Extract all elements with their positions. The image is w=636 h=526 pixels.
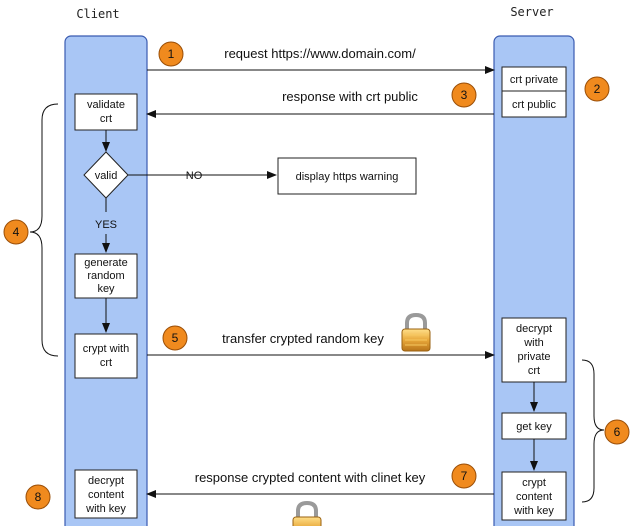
https-warning-box: display https warning	[277, 157, 417, 195]
validate-crt-box: validate crt	[74, 93, 138, 131]
crypt-content-line-1: crypt	[522, 477, 546, 489]
client-brace	[29, 103, 59, 357]
decrypt-private-line-3: private	[517, 351, 550, 363]
generate-key-line-1: generate	[84, 257, 127, 269]
decrypt-content-box: decrypt content with key	[74, 469, 138, 519]
crt-private-box: crt private	[501, 66, 567, 92]
no-label: NO	[186, 170, 203, 182]
crypt-crt-line-1: crypt with	[83, 343, 129, 355]
decrypt-private-line-1: decrypt	[516, 323, 552, 335]
response-crt-label: response with crt public	[282, 89, 418, 104]
server-brace	[581, 359, 605, 503]
crt-private-label: crt private	[510, 74, 558, 86]
request-label: request https://www.domain.com/	[224, 46, 416, 61]
step-badge-7-label: 7	[461, 469, 468, 483]
step-badge-4: 4	[3, 219, 29, 245]
step-badge-4-label: 4	[13, 225, 20, 239]
step-badge-2-label: 2	[594, 82, 601, 96]
validate-crt-line-1: validate	[87, 99, 125, 111]
padlock-icon	[401, 312, 431, 352]
crypt-content-box: crypt content with key	[501, 471, 567, 521]
decrypt-content-line-1: decrypt	[88, 475, 124, 487]
transfer-key-label: transfer crypted random key	[222, 331, 384, 346]
crypt-with-crt-box: crypt with crt	[74, 333, 138, 379]
crt-public-label: crt public	[512, 99, 557, 111]
valid-decision: valid	[83, 151, 129, 199]
client-lane-title: Client	[76, 7, 119, 21]
server-lane-title: Server	[510, 5, 553, 19]
response-content-label: response crypted content with clinet key	[195, 470, 426, 485]
step-badge-6-label: 6	[614, 425, 621, 439]
decrypt-private-line-2: with	[523, 337, 544, 349]
generate-key-line-2: random	[87, 270, 124, 282]
step-badge-1: 1	[158, 41, 184, 67]
valid-decision-label: valid	[95, 170, 118, 182]
step-badge-6: 6	[604, 419, 630, 445]
decrypt-content-line-2: content	[88, 489, 124, 501]
decrypt-private-line-4: crt	[528, 365, 540, 377]
generate-key-line-3: key	[97, 283, 115, 295]
get-key-box: get key	[501, 412, 567, 440]
get-key-label: get key	[516, 421, 552, 433]
step-badge-1-label: 1	[168, 47, 175, 61]
crypt-content-line-3: with key	[513, 505, 554, 517]
crypt-crt-line-2: crt	[100, 357, 112, 369]
step-badge-7: 7	[451, 463, 477, 489]
crypt-content-line-2: content	[516, 491, 552, 503]
decrypt-with-private-crt-box: decrypt with private crt	[501, 317, 567, 383]
step-badge-5-label: 5	[172, 331, 179, 345]
yes-label: YES	[95, 219, 117, 231]
padlock-icon	[292, 500, 322, 526]
step-badge-8-label: 8	[35, 490, 42, 504]
https-warning-label: display https warning	[296, 171, 399, 183]
step-badge-5: 5	[162, 325, 188, 351]
server-lane	[493, 35, 575, 526]
step-badge-3-label: 3	[461, 88, 468, 102]
step-badge-3: 3	[451, 82, 477, 108]
validate-crt-line-2: crt	[100, 113, 112, 125]
step-badge-2: 2	[584, 76, 610, 102]
generate-random-key-box: generate random key	[74, 253, 138, 299]
decrypt-content-line-3: with key	[85, 503, 126, 515]
step-badge-8: 8	[25, 484, 51, 510]
crt-public-box: crt public	[501, 90, 567, 118]
